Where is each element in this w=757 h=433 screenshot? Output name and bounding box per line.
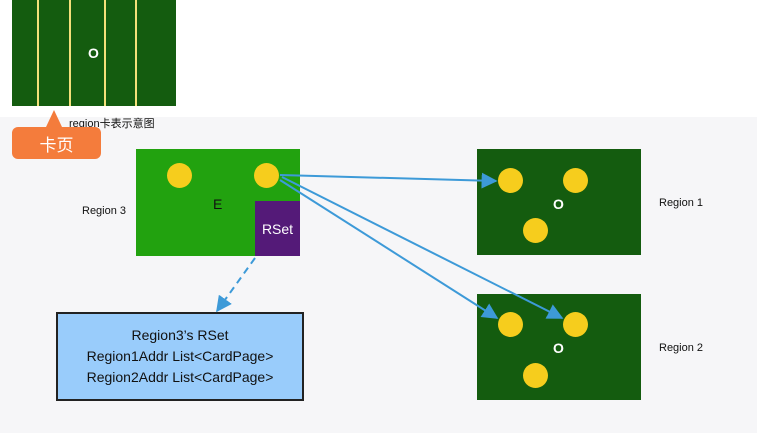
object-dot: [563, 168, 588, 193]
arrow-to-region1: [279, 172, 498, 189]
card-table-region: O: [12, 0, 176, 106]
region1-box: O: [477, 149, 641, 255]
region3-letter: E: [213, 196, 223, 212]
object-dot: [254, 163, 279, 188]
object-dot: [523, 218, 548, 243]
card-divider: [135, 0, 137, 106]
arrow-to-region2-left: [279, 179, 499, 319]
rset-entry-line: Region2Addr List<CardPage>: [86, 369, 274, 385]
arrow-rset-to-box: [216, 257, 256, 313]
object-dot: [498, 312, 523, 337]
arrow-to-region2-right: [281, 176, 564, 319]
card-divider: [69, 0, 71, 106]
rset-entry-line: Region1Addr List<CardPage>: [86, 348, 274, 364]
card-divider: [104, 0, 106, 106]
region1-label: Region 1: [659, 197, 704, 209]
card-region-letter: O: [88, 45, 99, 61]
object-dot: [523, 363, 548, 388]
card-divider: [37, 0, 39, 106]
region1-letter: O: [553, 196, 564, 212]
region2-label: Region 2: [659, 342, 704, 354]
card-page-callout: 卡页: [12, 127, 101, 159]
region3-label: Region 3: [82, 205, 127, 217]
object-dot: [563, 312, 588, 337]
rset-block: RSet: [255, 201, 300, 256]
callout-pointer: [46, 110, 62, 127]
object-dot: [498, 168, 523, 193]
object-dot: [167, 163, 192, 188]
rset-description-box: Region3’s RSet Region1Addr List<CardPage…: [56, 312, 304, 401]
region2-letter: O: [553, 340, 564, 356]
rset-title-line: Region3’s RSet: [131, 327, 229, 343]
